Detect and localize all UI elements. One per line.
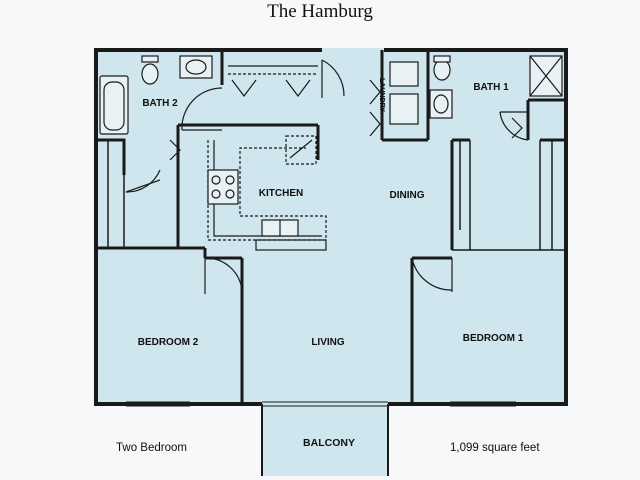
unit-type-caption: Two Bedroom — [116, 442, 187, 454]
room-label-bath1: BATH 1 — [473, 82, 509, 93]
room-label-kitchen: KITCHEN — [259, 188, 303, 199]
room-label-laundry: LAUNDRY — [378, 78, 385, 112]
exterior-walls — [94, 48, 568, 476]
plan-title: The Hamburg — [267, 1, 373, 22]
room-label-dining: DINING — [390, 190, 425, 201]
room-label-bedroom2: BEDROOM 2 — [138, 337, 199, 348]
windows — [126, 401, 516, 407]
kitchen-counters — [207, 135, 327, 251]
room-label-bath2: BATH 2 — [142, 98, 178, 109]
area-caption: 1,099 square feet — [450, 442, 540, 454]
room-label-balcony: BALCONY — [303, 437, 355, 449]
interior-walls — [96, 50, 566, 404]
bath-fixtures — [99, 55, 563, 135]
room-label-living: LIVING — [311, 337, 345, 348]
room-label-bedroom1: BEDROOM 1 — [463, 333, 524, 344]
door-swings — [125, 59, 529, 294]
closet-doors — [169, 65, 523, 161]
floor-area — [96, 48, 566, 476]
